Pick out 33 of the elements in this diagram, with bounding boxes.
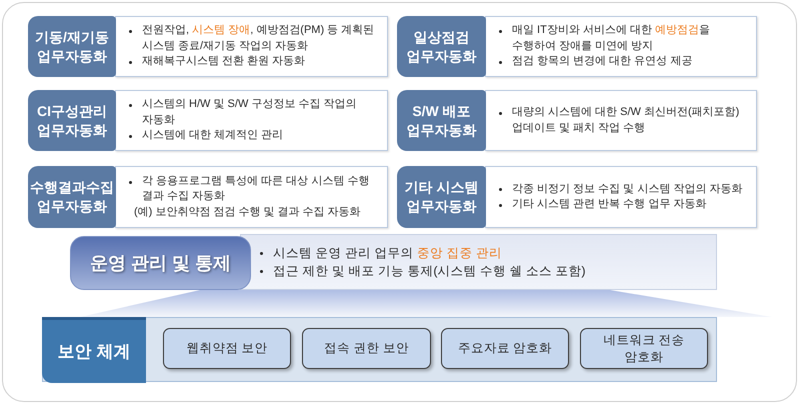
description-panel bbox=[485, 90, 757, 151]
bullet-item: 재해복구시스템 전환 환원 자동화 bbox=[124, 54, 381, 70]
description-panel bbox=[485, 166, 757, 228]
bullet-item: 각종 비정기 정보 수집 및 시스템 작업의 자동화 bbox=[494, 182, 750, 197]
security-item: 네트워크 전송 암호화 bbox=[580, 328, 708, 369]
example-note: (예) 보안취약점 점검 수행 및 결과 수집 자동화 bbox=[133, 204, 362, 220]
category-header: 기타 시스템 업무자동화 bbox=[397, 166, 486, 228]
category-header: 기동/재기동 업무자동화 bbox=[28, 16, 116, 77]
category-header: S/W 배포 업무자동화 bbox=[397, 90, 486, 151]
security-item: 주요자료 암호화 bbox=[441, 328, 569, 369]
bullet-item: 대량의 시스템에 대한 S/W 최신버전(패치포함) 업데이트 및 패치 작업 수행 bbox=[494, 105, 750, 136]
description-panel bbox=[240, 234, 717, 290]
bullet-item: 시스템에 대한 체계적인 관리 bbox=[124, 128, 381, 144]
bullet-item: 시스템의 H/W 및 S/W 구성정보 수집 작업의 자동화 bbox=[124, 97, 381, 128]
bullet-item: 점검 항목의 변경에 대한 유연성 제공 bbox=[494, 54, 750, 70]
description-panel bbox=[115, 16, 388, 77]
description-panel bbox=[115, 90, 388, 151]
bullet-item: 접근 제한 및 배포 기능 통제(시스템 수행 쉘 소스 포함) bbox=[255, 262, 708, 280]
bullet-item: 전원작업, 시스템 장애, 예방점검(PM) 등 계획된 시스템 종료/재기동 작업의 자동화 bbox=[124, 23, 381, 54]
description-panel bbox=[485, 16, 757, 77]
security-item: 접속 권한 보안 bbox=[302, 328, 431, 369]
section-header: 운영 관리 및 통제 bbox=[70, 236, 251, 290]
bullet-item: 시스템 운영 관리 업무의 중앙 집중 관리 bbox=[255, 244, 708, 262]
category-header: CI구성관리 업무자동화 bbox=[28, 90, 116, 151]
description-panel bbox=[115, 166, 388, 228]
security-item: 웹취약점 보안 bbox=[163, 328, 291, 369]
category-header: 일상점검 업무자동화 bbox=[397, 16, 486, 77]
security-band bbox=[42, 317, 717, 382]
bullet-item: 각 응용프로그램 특성에 따른 대상 시스템 수행 결과 수집 자동화 bbox=[124, 174, 381, 205]
bullet-item: 기타 시스템 관련 반복 수행 업무 자동화 bbox=[494, 197, 750, 212]
category-header: 수행결과수집 업무자동화 bbox=[28, 166, 116, 228]
bullet-item: 매일 IT장비와 서비스에 대한 예방점검을 수행하여 장애를 미연에 방지 bbox=[494, 23, 750, 54]
band-heading: 보안 체계 bbox=[42, 317, 146, 383]
